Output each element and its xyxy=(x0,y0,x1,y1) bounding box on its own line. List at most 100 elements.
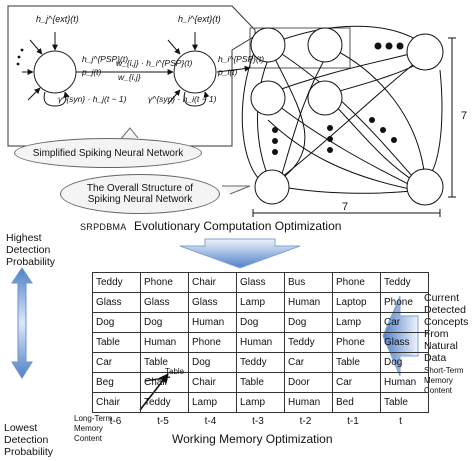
grid-cell: Table xyxy=(332,352,381,373)
eq-hi-psp: h_i^{PSP}(t) xyxy=(218,54,265,64)
lowest-line-2: Detection xyxy=(4,434,49,446)
grid-cell: Teddy xyxy=(92,272,141,293)
callout-simplified: Simplified Spiking Neural Network xyxy=(14,138,202,168)
grid-cell: Car xyxy=(380,312,429,333)
short-term-line-3: Content xyxy=(424,386,453,395)
grid-cell: Glass xyxy=(188,292,237,313)
grid-cell: Bus xyxy=(284,272,333,293)
grid-cell: Car xyxy=(332,372,381,393)
right-line-2: Detected xyxy=(424,304,467,316)
time-label: t-4 xyxy=(204,416,217,427)
srpdbma-label: SRPDBMA xyxy=(80,222,127,232)
grid-cell: Human xyxy=(140,332,189,353)
grid-cell: Glass xyxy=(236,272,285,293)
highest-line-1: Highest xyxy=(6,232,42,244)
eq-hj-psp: h_j^{PSP}(t) xyxy=(82,54,129,64)
eq-pi: p_i(t) xyxy=(218,67,238,77)
eq-gamma-right: γ^{syn} · h_i(t − 1) xyxy=(148,94,217,104)
grid-cell: Phone xyxy=(188,332,237,353)
grid-cell: Table xyxy=(92,332,141,353)
time-label: t xyxy=(399,416,402,427)
right-line-5: Natural xyxy=(424,340,458,352)
grid-cell: Teddy xyxy=(140,392,189,413)
dimension-lines xyxy=(252,37,456,217)
grid-cell: Teddy xyxy=(380,272,429,293)
grid-cell: Phone xyxy=(380,292,429,313)
time-label: t-1 xyxy=(347,416,359,427)
grid-cell: Phone xyxy=(332,332,381,353)
grid-cell: Laptop xyxy=(332,292,381,313)
overall-network xyxy=(241,25,443,194)
down-arrow xyxy=(179,238,301,269)
grid-cell: Dog xyxy=(236,312,285,333)
grid-cell: Human xyxy=(380,372,429,393)
grid-cell: Chair xyxy=(188,372,237,393)
grid-cell: Glass xyxy=(92,292,141,313)
ellipsis-dots xyxy=(272,42,404,155)
eq-hi-ext: h_i^{ext}(t) xyxy=(178,14,221,24)
grid-cell: Dog xyxy=(380,352,429,373)
right-line-3: Concepts xyxy=(424,316,469,328)
correction-label: Table xyxy=(165,367,185,376)
grid-cell: Lamp xyxy=(332,312,381,333)
evo-heading: Evolutionary Computation Optimization xyxy=(134,219,342,233)
highest-probability-label: Highest Detection Probability xyxy=(6,232,55,268)
short-term-line-1: Short-Term xyxy=(424,366,464,375)
wm-heading: Working Memory Optimization xyxy=(172,432,333,446)
time-label: t-5 xyxy=(157,416,169,427)
grid-cell: Teddy xyxy=(236,352,285,373)
callout-overall: The Overall Structure of Spiking Neural … xyxy=(60,174,220,214)
dim-right-label: 7 xyxy=(461,110,468,122)
long-term-label: Long-Term Memory Content xyxy=(74,414,112,444)
grid-cell: Chair xyxy=(188,272,237,293)
grid-cell: Human xyxy=(236,332,285,353)
grid-cell: Table xyxy=(380,392,429,413)
grid-cell: Beg xyxy=(92,372,141,393)
short-term-label: Short-Term Memory Content xyxy=(424,366,464,396)
eq-gamma-left: γ^{syn} · h_j(t − 1) xyxy=(58,94,127,104)
lowest-line-3: Probability xyxy=(4,446,54,458)
simplified-network-box xyxy=(7,5,256,147)
grid-cell: Human xyxy=(284,392,333,413)
callout-tail-simplified xyxy=(119,127,139,141)
eq-wij: w_{i,j} xyxy=(118,72,141,82)
grid-cell: Glass xyxy=(380,332,429,353)
probability-arrow xyxy=(11,267,33,379)
eq-wij-hpsp: w_{i,j} · h_i^{PSP}(t) xyxy=(116,58,193,68)
grid-cell: Phone xyxy=(332,272,381,293)
time-label: t-2 xyxy=(299,416,312,427)
grid-cell: Human xyxy=(284,292,333,313)
grid-cell: Lamp xyxy=(236,392,285,413)
grid-cell: Dog xyxy=(284,312,333,333)
grid-cell: Dog xyxy=(140,312,189,333)
dim-bottom-label: 7 xyxy=(342,201,349,213)
network-nodes xyxy=(250,27,444,206)
right-line-6: Data xyxy=(424,352,447,364)
grid-cell: Lamp xyxy=(236,292,285,313)
highest-line-3: Probability xyxy=(6,256,56,268)
eq-hj-ext: h_j^{ext}(t) xyxy=(36,14,79,24)
grid-cell: Table xyxy=(236,372,285,393)
grid-cell: Car xyxy=(284,352,333,373)
lowest-probability-label: Lowest Detection Probability xyxy=(4,422,53,458)
right-line-1: Current xyxy=(424,292,460,304)
grid-cell: Lamp xyxy=(188,392,237,413)
time-label: t-6 xyxy=(109,416,122,427)
grid-cell: Glass xyxy=(140,292,189,313)
grid-cell: Bed xyxy=(332,392,381,413)
lowest-line-1: Lowest xyxy=(4,422,38,434)
right-line-4: From xyxy=(424,328,449,340)
time-label: t-3 xyxy=(252,416,264,427)
grid-cell: Human xyxy=(188,312,237,333)
grid-cell: Teddy xyxy=(284,332,333,353)
callout-tail-overall xyxy=(222,185,251,195)
grid-cell: Door xyxy=(284,372,333,393)
